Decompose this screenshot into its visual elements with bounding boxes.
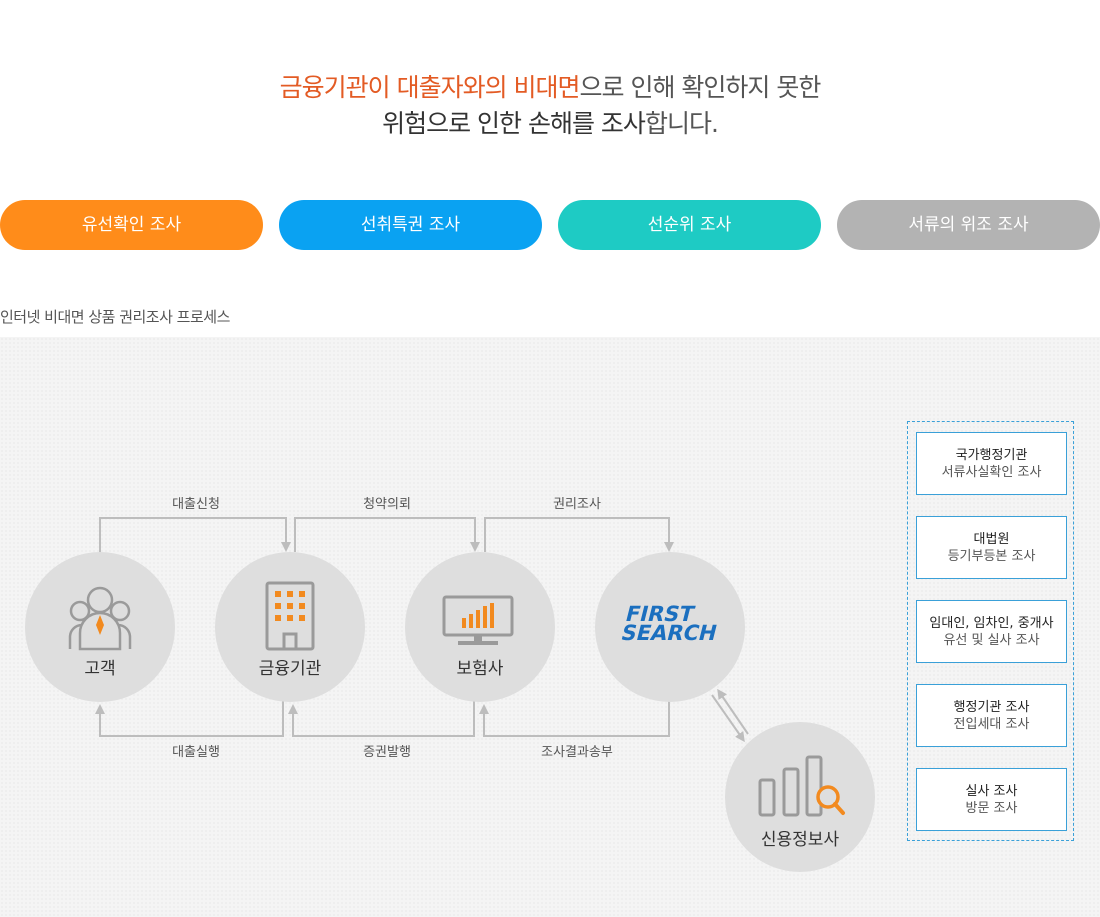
tab-preferential-right[interactable]: 선취특권 조사 <box>279 200 542 250</box>
tab-senior-lien[interactable]: 선순위 조사 <box>558 200 821 250</box>
section-title: 인터넷 비대면 상품 권리조사 프로세스 <box>0 308 230 326</box>
side-item-administrative-agency: 행정기관 조사 전입세대 조사 <box>916 684 1067 747</box>
flow-line-to-credit-agency <box>711 694 745 743</box>
process-diagram: 대출신청 청약의뢰 권리조사 대출실행 증권발행 조사결과송부 고객 <box>0 337 1100 917</box>
headline-line-2: 위험으로 인한 손해를 조사합니다. <box>0 106 1100 142</box>
flow-line-loan-execution <box>95 701 284 737</box>
first-search-logo: FIRST SEARCH <box>619 602 720 646</box>
headline-accent: 금융기관이 대출자와의 비대면 <box>279 73 581 102</box>
node-label-financial-institution: 금융기관 <box>259 659 322 679</box>
side-item-title: 국가행정기관 <box>955 447 1028 463</box>
flow-line-rights-survey <box>484 517 674 552</box>
bar-search-icon <box>758 755 845 817</box>
side-item-title: 행정기관 조사 <box>953 699 1030 715</box>
survey-types-box: 국가행정기관 서류사실확인 조사 대법원 등기부등본 조사 임대인, 임차인, … <box>907 421 1074 841</box>
node-insurance-company: 보험사 <box>405 552 555 702</box>
flow-line-policy-issuance <box>288 701 475 737</box>
tie-icon <box>96 615 104 635</box>
side-item-desc: 유선 및 실사 조사 <box>943 632 1040 648</box>
side-item-title: 실사 조사 <box>965 783 1018 799</box>
flow-label-subscription-request: 청약의뢰 <box>363 497 411 512</box>
flow-line-loan-application <box>99 517 291 552</box>
node-financial-institution: 금융기관 <box>215 552 365 702</box>
node-first-search: FIRST SEARCH <box>595 552 745 702</box>
node-label-customer: 고객 <box>84 659 115 679</box>
headline-strong: 위험으로 인한 손해를 조사 <box>382 109 646 138</box>
flow-label-loan-application: 대출신청 <box>172 497 220 512</box>
logo-line-first: FIRST <box>623 602 697 627</box>
side-item-national-agency: 국가행정기관 서류사실확인 조사 <box>916 432 1067 495</box>
node-label-credit-agency: 신용정보사 <box>761 830 840 850</box>
side-item-title: 임대인, 임차인, 중개사 <box>929 615 1054 631</box>
monitor-chart-icon <box>442 595 514 645</box>
tab-phone-check[interactable]: 유선확인 조사 <box>0 200 263 250</box>
flow-line-from-credit-agency <box>717 688 749 735</box>
flow-label-policy-issuance: 증권발행 <box>363 744 411 760</box>
node-customer: 고객 <box>25 552 175 702</box>
side-item-desc: 전입세대 조사 <box>953 716 1030 732</box>
flow-line-subscription-request <box>294 517 480 552</box>
side-item-desc: 방문 조사 <box>965 800 1018 816</box>
building-icon <box>265 581 315 651</box>
flow-label-result-delivery: 조사결과송부 <box>541 745 613 760</box>
node-credit-agency: 신용정보사 <box>725 722 875 872</box>
node-label-insurance-company: 보험사 <box>457 659 504 679</box>
side-item-landlord-tenant-broker: 임대인, 임차인, 중개사 유선 및 실사 조사 <box>916 600 1067 663</box>
side-item-title: 대법원 <box>973 531 1010 547</box>
survey-tabs: 유선확인 조사 선취특권 조사 선순위 조사 서류의 위조 조사 <box>0 200 1100 250</box>
headline: 금융기관이 대출자와의 비대면으로 인해 확인하지 못한 위험으로 인한 손해를… <box>0 70 1100 142</box>
side-item-desc: 서류사실확인 조사 <box>941 464 1042 480</box>
process-diagram-canvas: 대출신청 청약의뢰 권리조사 대출실행 증권발행 조사결과송부 고객 <box>25 497 875 872</box>
flow-label-rights-survey: 권리조사 <box>553 497 601 512</box>
flow-line-result-delivery <box>479 701 670 737</box>
headline-line-1-rest: 으로 인해 확인하지 못한 <box>579 73 822 102</box>
side-item-supreme-court: 대법원 등기부등본 조사 <box>916 516 1067 579</box>
logo-line-search: SEARCH <box>619 621 720 646</box>
headline-line-1: 금융기관이 대출자와의 비대면으로 인해 확인하지 못한 <box>0 70 1100 106</box>
headline-line-2-rest: 합니다. <box>644 109 719 138</box>
flow-label-loan-execution: 대출실행 <box>172 744 220 760</box>
side-item-desc: 등기부등본 조사 <box>947 548 1036 564</box>
side-item-site-inspection: 실사 조사 방문 조사 <box>916 768 1067 831</box>
tab-document-forgery[interactable]: 서류의 위조 조사 <box>837 200 1100 250</box>
